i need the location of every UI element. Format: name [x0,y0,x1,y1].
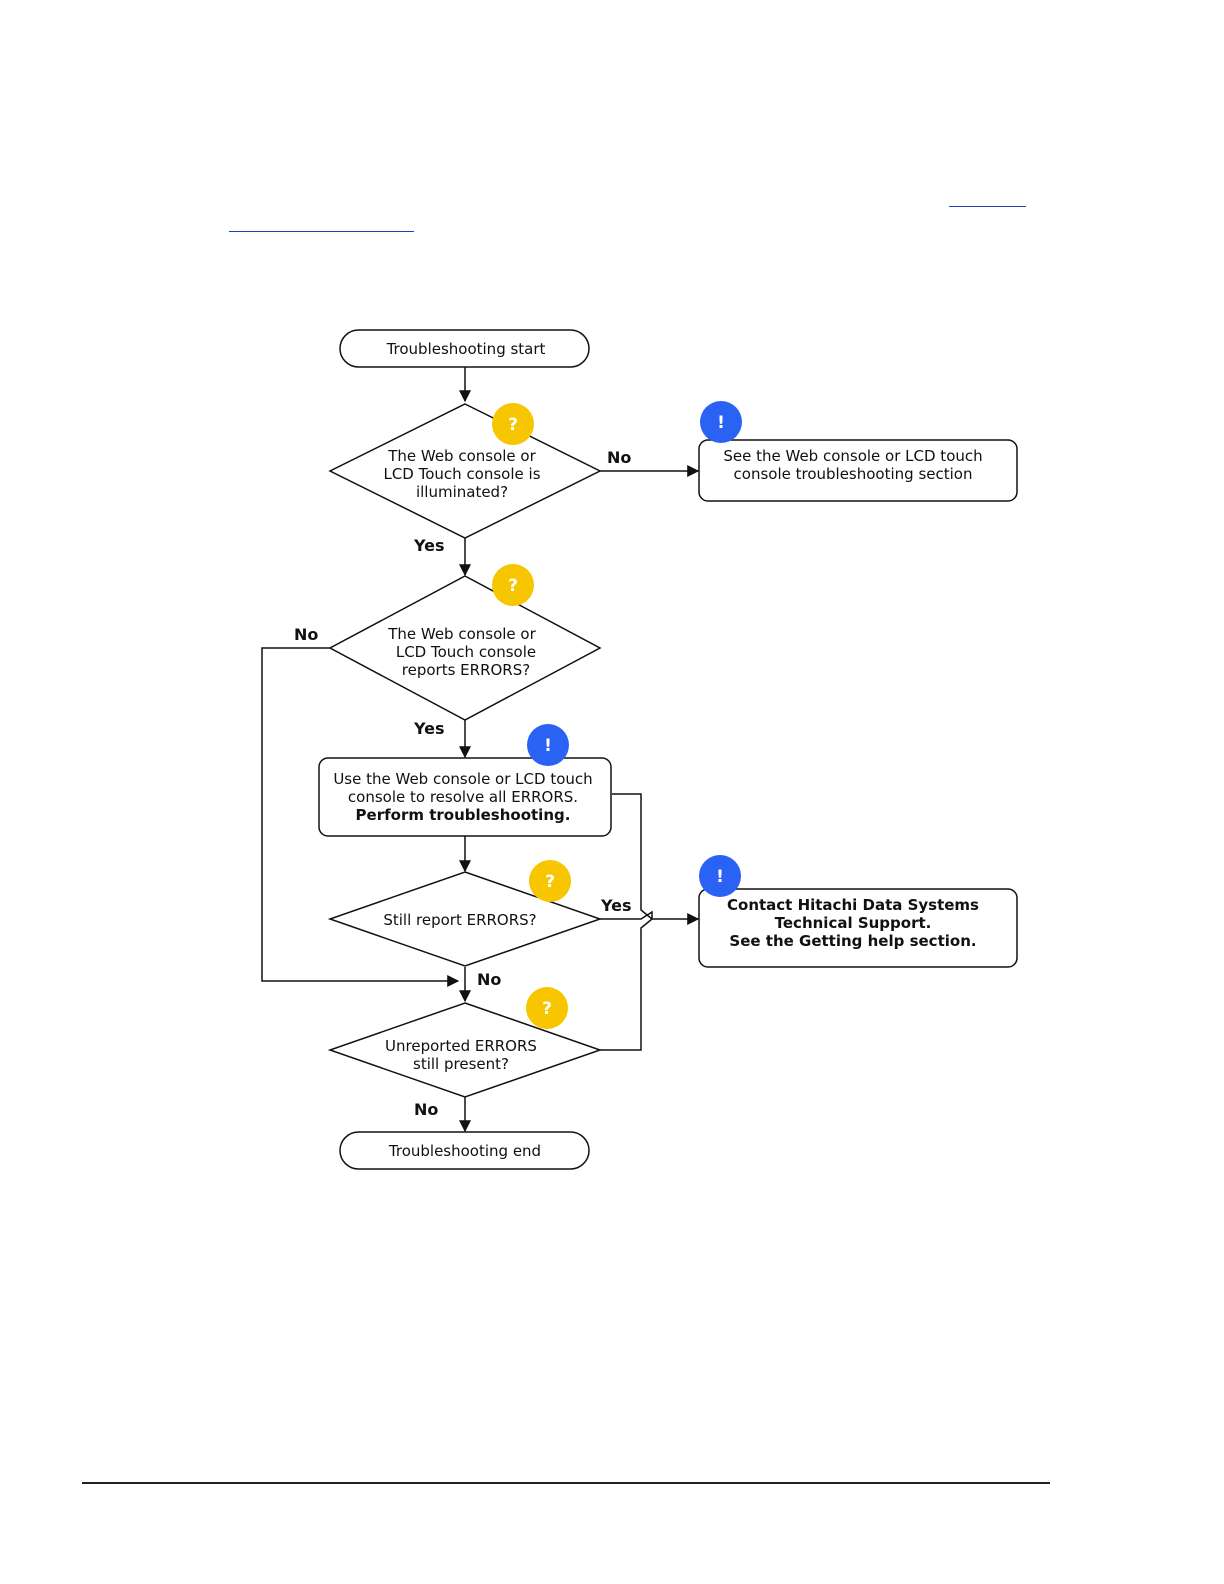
question-badge-3 [529,860,571,902]
edge-label-still-no: No [477,970,501,989]
info-icon: ! [716,867,724,887]
contact-support-box [698,888,1018,968]
footer-divider [82,1482,1050,1484]
decision-reports-errors [328,575,602,721]
decision-still-report-line: Still report ERRORS? [383,911,536,929]
decision-reports-line-2: LCD Touch console [396,643,536,661]
contact-support-line-1: Contact Hitachi Data Systems [727,896,979,914]
resolve-errors-line-1: Use the Web console or LCD touch [333,770,592,788]
end-label: Troubleshooting end [388,1142,541,1160]
start-terminal [339,329,590,368]
hyperlink-underline-1[interactable] [949,206,1026,207]
decision-unreported-line-1: Unreported ERRORS [385,1037,537,1055]
question-badge-1 [492,403,534,445]
edge-label-illuminated-yes: Yes [413,536,445,555]
edge-label-still-yes: Yes [600,896,632,915]
question-icon: ? [542,999,552,1019]
hyperlink-underline-2[interactable] [229,231,414,232]
see-console-line-1: See the Web console or LCD touch [723,447,982,465]
question-icon: ? [508,415,518,435]
connectors [261,367,700,1133]
info-icon: ! [717,413,725,433]
decision-unreported-line-2: still present? [413,1055,509,1073]
edge-resolve-to-support [612,793,653,920]
edge-label-illuminated-no: No [607,448,631,467]
contact-support-line-3: See the Getting help section. [729,932,976,950]
decision-reports-line-3: reports ERRORS? [402,661,530,679]
edge-reports-no [261,647,460,987]
decision-illuminated [328,403,602,539]
edge-unreported-yes [600,918,653,1051]
decision-illuminated-line-3: illuminated? [416,483,508,501]
decision-illuminated-line-1: The Web console or [387,447,536,465]
decision-illuminated-line-2: LCD Touch console is [383,465,540,483]
edge-still-yes [600,910,700,925]
decision-unreported [327,1002,603,1098]
info-badge-1 [700,401,742,443]
question-badge-4 [526,987,568,1029]
start-label: Troubleshooting start [386,340,546,358]
edge-label-reports-yes: Yes [413,719,445,738]
decision-still-report [327,871,603,967]
decision-reports-line-1: The Web console or [387,625,536,643]
see-console-section-box [698,439,1018,502]
see-console-line-2: console troubleshooting section [734,465,973,483]
resolve-errors-box [318,757,612,837]
end-terminal [339,1131,590,1170]
info-badge-2 [527,724,569,766]
contact-support-line-2: Technical Support. [775,914,932,932]
info-badge-3 [699,855,741,897]
resolve-errors-line-3: Perform troubleshooting. [356,806,571,824]
resolve-errors-line-2: console to resolve all ERRORS. [348,788,578,806]
info-icon: ! [544,736,552,756]
edge-label-reports-no: No [294,625,318,644]
question-icon: ? [545,872,555,892]
edge-label-unreported-no: No [414,1100,438,1119]
question-icon: ? [508,576,518,596]
question-badge-2 [492,564,534,606]
